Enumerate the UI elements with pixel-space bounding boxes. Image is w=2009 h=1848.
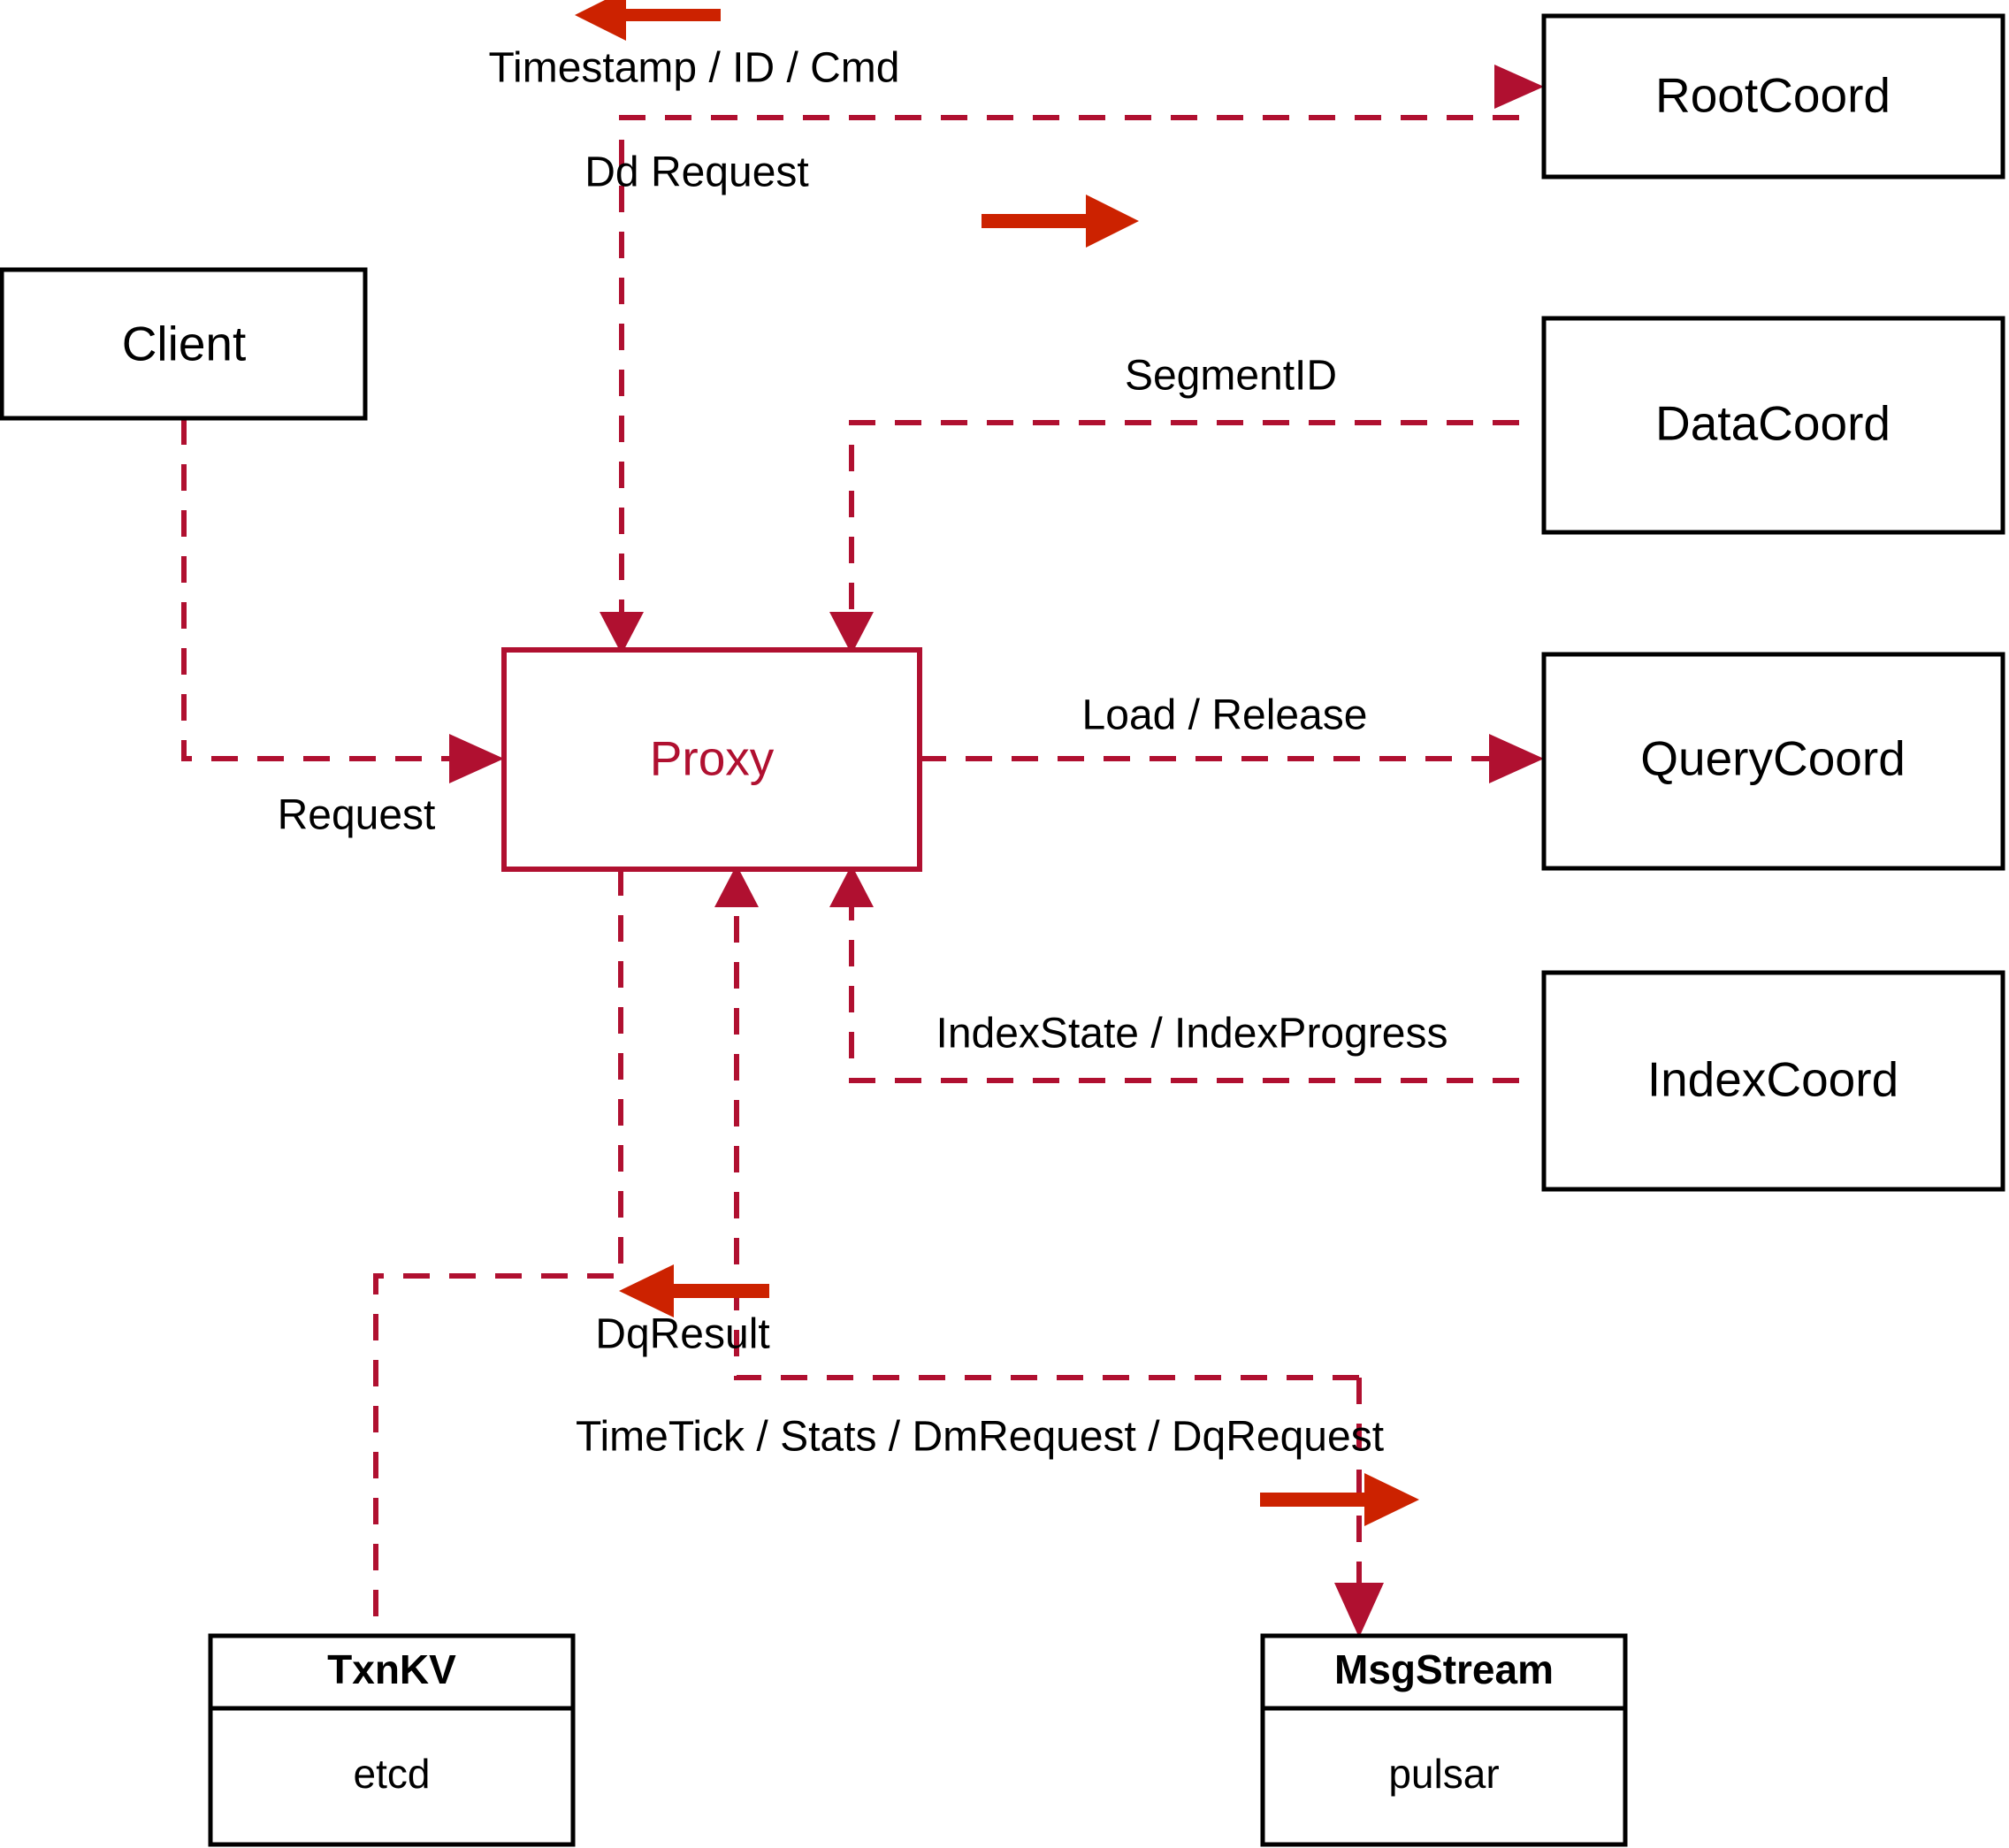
node-root-coord-label: RootCoord: [1655, 68, 1891, 123]
edge-label-dq-result: DqResult: [595, 1311, 769, 1358]
node-client-label: Client: [122, 317, 247, 371]
arrowhead-request: [449, 734, 504, 783]
edge-proxy-txnkv: [373, 869, 623, 1636]
node-data-coord[interactable]: DataCoord: [1541, 316, 2005, 535]
node-root-coord[interactable]: RootCoord: [1541, 13, 2005, 179]
node-root-coord-box[interactable]: [1541, 13, 2005, 179]
edge-path-proxy-txnkv: [373, 869, 623, 1636]
edge-label-request: Request: [278, 792, 436, 839]
node-msg-stream[interactable]: MsgStream pulsar: [1260, 1633, 1628, 1847]
arrowhead-dd-request: [1494, 65, 1544, 109]
node-txn-kv-title: TxnKV: [327, 1646, 456, 1692]
edge-dd-request: Dd Request: [584, 65, 1544, 248]
arrowhead-index-state-progress: [829, 865, 874, 907]
node-msg-stream-title: MsgStream: [1334, 1646, 1554, 1692]
arrowhead-dq-result: [714, 865, 759, 907]
node-index-coord-label: IndexCoord: [1647, 1052, 1898, 1107]
edge-path-timestamp-id-cmd: [619, 115, 1519, 630]
node-index-coord[interactable]: IndexCoord: [1541, 970, 2005, 1192]
node-client[interactable]: Client: [0, 267, 368, 421]
edge-dq-result: DqResult: [595, 865, 1359, 1380]
edge-label-load-release: Load / Release: [1082, 692, 1368, 739]
node-index-coord-box[interactable]: [1541, 970, 2005, 1192]
node-txn-kv-box[interactable]: [208, 1633, 576, 1847]
node-client-box[interactable]: [0, 267, 368, 421]
edge-label-timestamp-id-cmd: Timestamp / ID / Cmd: [489, 45, 900, 92]
arrowhead-segment-id: [829, 612, 874, 654]
edge-label-index-state-progress: IndexState / IndexProgress: [936, 1011, 1448, 1058]
edge-label-timetick-stats: TimeTick / Stats / DmRequest / DqRequest: [576, 1414, 1384, 1461]
node-query-coord-label: QueryCoord: [1640, 731, 1906, 786]
edge-segment-id: SegmentID: [829, 353, 1519, 654]
arrowhead-load-release: [1489, 734, 1544, 783]
edge-request: Request: [181, 418, 504, 839]
edge-path-segment-id: [849, 420, 1519, 630]
edge-path-index-state-progress: [849, 893, 1519, 1083]
dir-arrow-dq-result: [619, 1264, 769, 1317]
edge-timestamp-id-cmd: Timestamp / ID / Cmd: [489, 0, 1519, 654]
edge-label-segment-id: SegmentID: [1125, 353, 1337, 400]
node-txn-kv[interactable]: TxnKV etcd: [208, 1633, 576, 1847]
edge-path-dq-result: [734, 893, 1359, 1380]
edge-timetick-stats: TimeTick / Stats / DmRequest / DqRequest: [576, 1378, 1419, 1638]
node-proxy-label: Proxy: [650, 731, 775, 786]
node-txn-kv-body: etcd: [354, 1751, 431, 1797]
node-data-coord-label: DataCoord: [1655, 396, 1891, 451]
node-query-coord[interactable]: QueryCoord: [1541, 652, 2005, 871]
edge-load-release: Load / Release: [920, 692, 1544, 783]
edge-path-request: [181, 418, 455, 761]
dir-arrow-dd-request: [982, 195, 1139, 248]
edge-label-dd-request: Dd Request: [584, 149, 808, 196]
node-query-coord-box[interactable]: [1541, 652, 2005, 871]
node-proxy-box[interactable]: [501, 647, 922, 872]
node-msg-stream-box[interactable]: [1260, 1633, 1628, 1847]
dir-arrow-timestamp-id-cmd: [575, 0, 721, 41]
edge-index-state-progress: IndexState / IndexProgress: [829, 865, 1519, 1083]
node-proxy[interactable]: Proxy: [501, 647, 922, 872]
arrowhead-timetick-stats: [1334, 1583, 1384, 1638]
dir-arrow-timetick-stats: [1260, 1473, 1419, 1526]
node-data-coord-box[interactable]: [1541, 316, 2005, 535]
arrowhead-timestamp-id-cmd: [600, 612, 644, 654]
node-msg-stream-body: pulsar: [1388, 1751, 1499, 1797]
